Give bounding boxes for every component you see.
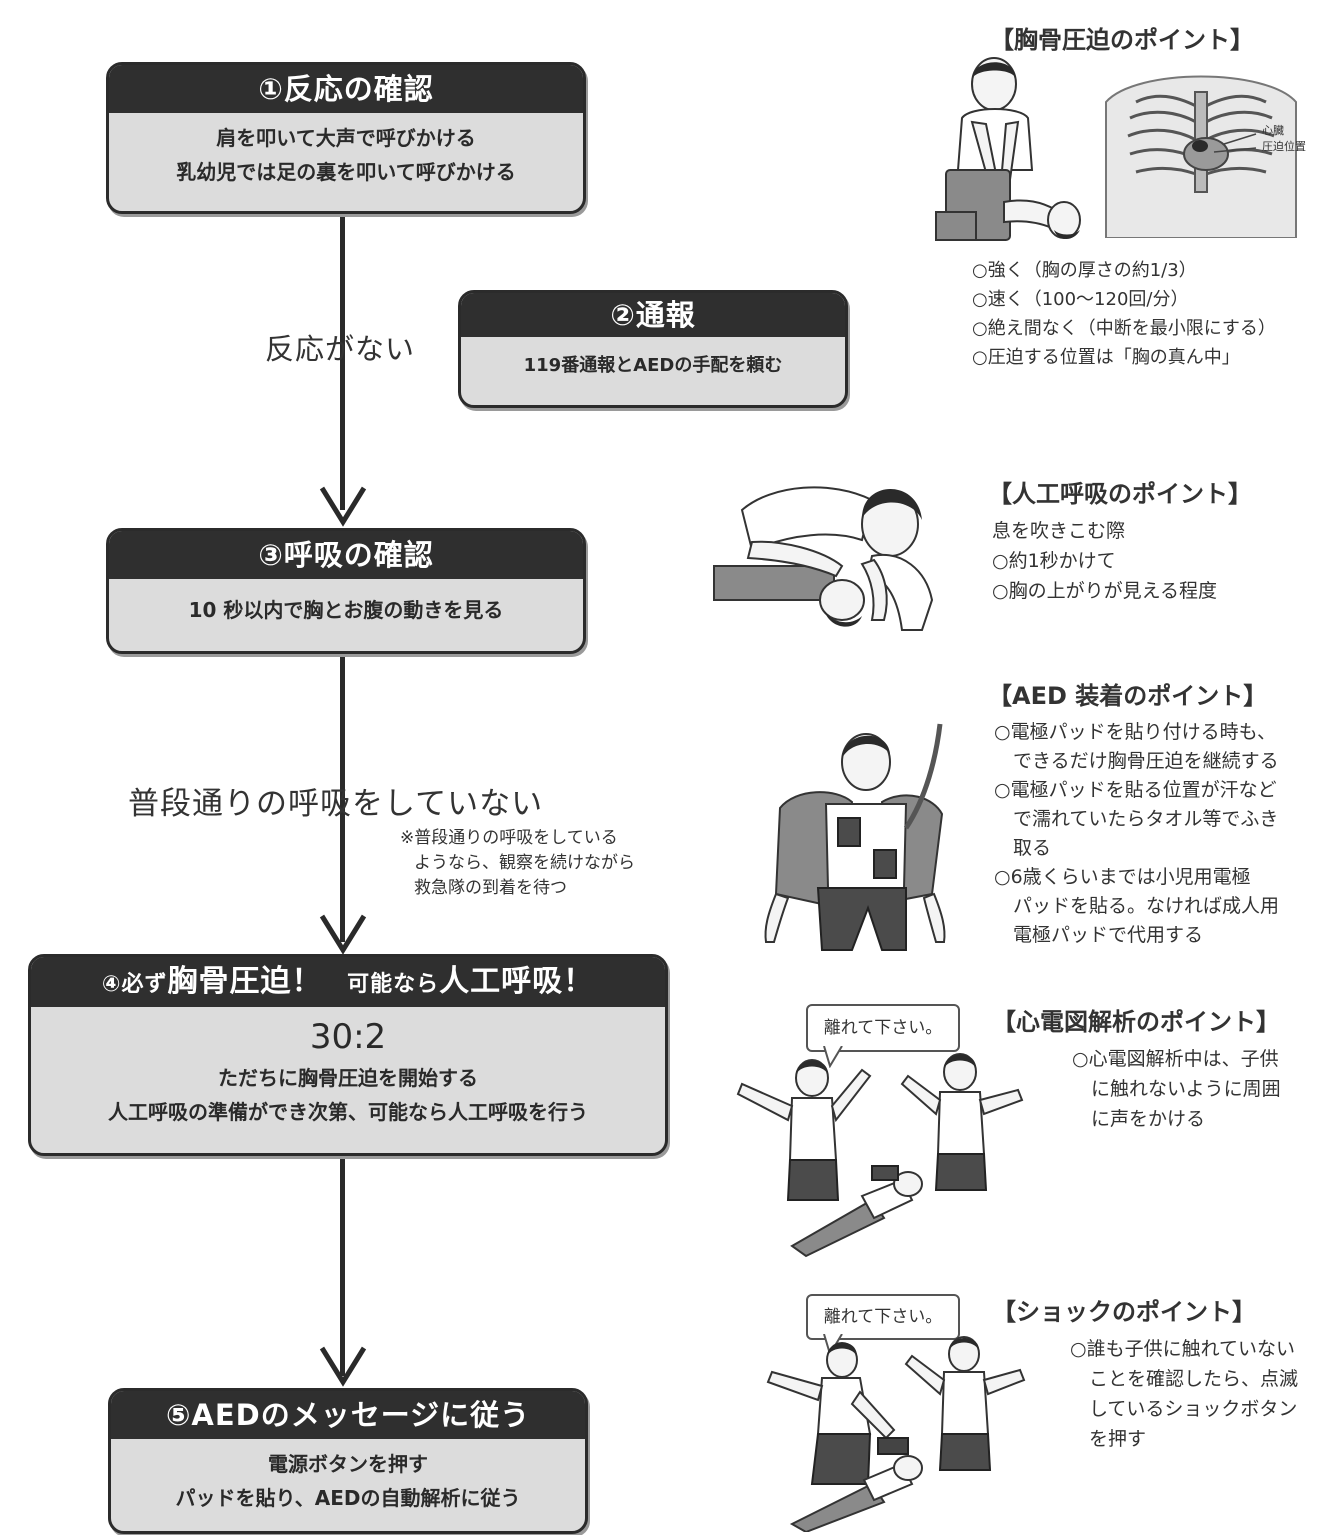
point-line: を押す <box>1070 1428 1147 1450</box>
rescue-breathing-illustration <box>713 486 934 631</box>
arrow-down-icon <box>319 486 367 527</box>
point-line: しているショックボタン <box>1070 1398 1298 1420</box>
branch-label-not-breathing: 普段通りの呼吸をしていない <box>128 786 544 822</box>
step-body: 肩を叩いて大声で呼びかける 乳幼児では足の裏を叩いて呼びかける <box>109 113 583 189</box>
point-line: できるだけ胸骨圧迫を継続する <box>994 750 1279 772</box>
note-normal-breathing: ※普段通りの呼吸をしている ようなら、観察を続けながら 救急隊の到着を待つ <box>400 826 635 901</box>
point-line: 電極パッドで代用する <box>994 924 1204 946</box>
point-line: ○圧迫する位置は「胸の真ん中」 <box>972 347 1240 368</box>
aed-point-title: 【AED 装着のポイント】 <box>988 682 1268 710</box>
point-line: パッドを貼る。なければ成人用 <box>994 895 1280 917</box>
ecg-analysis-illustration <box>736 1053 1024 1258</box>
step-line: 119番通報とAEDの手配を頼む <box>523 355 783 376</box>
arrow-down-icon <box>319 1346 367 1387</box>
diagram-label-heart: 心臓 <box>1262 124 1284 137</box>
step-check-response: ①反応の確認 肩を叩いて大声で呼びかける 乳幼児では足の裏を叩いて呼びかける <box>106 62 586 214</box>
diagram-label-compression-position: 圧迫位置 <box>1262 140 1306 153</box>
compression-point-list: ○強く（胸の厚さの約1/3） ○速く（100～120回/分） ○絶え間なく（中断… <box>972 256 1276 372</box>
step-title-emphasis: 人工呼吸！ <box>439 964 595 999</box>
note-line: ※普段通りの呼吸をしている <box>400 828 618 848</box>
point-line: ○絶え間なく（中断を最小限にする） <box>972 318 1276 339</box>
point-line: 息を吹きこむ際 <box>992 520 1126 542</box>
point-line: ○速く（100～120回/分） <box>972 289 1189 310</box>
step-follow-aed: ⑤AEDのメッセージに従う 電源ボタンを押す パッドを貼り、AEDの自動解析に従… <box>108 1388 588 1534</box>
shock-point-list: ○誰も子供に触れていない ことを確認したら、点滅 しているショックボタン を押す <box>1070 1334 1298 1454</box>
note-line: ようなら、観察を続けながら <box>414 853 635 873</box>
point-line: ○強く（胸の厚さの約1/3） <box>972 260 1197 281</box>
step-body: 119番通報とAEDの手配を頼む <box>461 337 845 383</box>
bubble-tail-icon <box>823 1046 843 1068</box>
shock-point-title: 【ショックのポイント】 <box>992 1298 1256 1326</box>
step-title-part: ④必ず <box>101 972 168 997</box>
step-chest-compression: ④必ず胸骨圧迫！ 可能なら人工呼吸！ 30:2 ただちに胸骨圧迫を開始する 人工… <box>28 954 668 1156</box>
step-title: ③呼吸の確認 <box>109 531 583 579</box>
connector-1-3 <box>340 210 345 510</box>
step-line: ただちに胸骨圧迫を開始する <box>218 1066 478 1090</box>
point-line: ○胸の上がりが見える程度 <box>992 580 1218 602</box>
connector-4-5 <box>340 1156 345 1376</box>
branch-label-no-response: 反応がない <box>265 332 416 366</box>
point-line: ○電極パッドを貼り付ける時も、 <box>994 721 1277 743</box>
step-title-emphasis: 胸骨圧迫！ <box>167 964 323 999</box>
step-body: 30:2 ただちに胸骨圧迫を開始する 人工呼吸の準備ができ次第、可能なら人工呼吸… <box>31 1007 665 1129</box>
point-line: ○約1秒かけて <box>992 550 1116 572</box>
connector-3-4 <box>340 652 345 942</box>
step-emergency-call: ②通報 119番通報とAEDの手配を頼む <box>458 290 848 408</box>
point-line: に声をかける <box>1072 1108 1206 1130</box>
step-line: 肩を叩いて大声で呼びかける <box>216 126 476 150</box>
step-line: 10 秒以内で胸とお腹の動きを見る <box>188 598 504 622</box>
step-line: 電源ボタンを押す <box>268 1452 428 1476</box>
point-line: ○心電図解析中は、子供 <box>1072 1048 1279 1070</box>
step-body: 電源ボタンを押す パッドを貼り、AEDの自動解析に従う <box>111 1439 585 1515</box>
step-title: ⑤AEDのメッセージに従う <box>111 1391 585 1439</box>
aed-point-list: ○電極パッドを貼り付ける時も、 できるだけ胸骨圧迫を継続する ○電極パッドを貼る… <box>994 718 1279 950</box>
speech-bubble: 離れて下さい。 <box>806 1004 960 1052</box>
point-line: 取る <box>994 837 1052 859</box>
aed-pad-illustration <box>764 723 946 951</box>
step-title: ①反応の確認 <box>109 65 583 113</box>
ribcage-diagram <box>1105 75 1297 238</box>
point-line: ことを確認したら、点滅 <box>1070 1368 1299 1390</box>
step-line: パッドを貼り、AEDの自動解析に従う <box>175 1486 521 1510</box>
point-line: ○電極パッドを貼る位置が汗など <box>994 779 1277 801</box>
step-body: 10 秒以内で胸とお腹の動きを見る <box>109 579 583 627</box>
note-line: 救急隊の到着を待つ <box>414 878 567 898</box>
chest-compression-illustration <box>935 57 1081 241</box>
point-line: に触れないように周囲 <box>1072 1078 1281 1100</box>
point-line: ○誰も子供に触れていない <box>1070 1338 1296 1360</box>
compression-ratio: 30:2 <box>309 1017 387 1057</box>
arrow-down-icon <box>319 914 367 955</box>
breathing-point-title: 【人工呼吸のポイント】 <box>988 480 1252 508</box>
step-title: ④必ず胸骨圧迫！ 可能なら人工呼吸！ <box>31 957 665 1007</box>
compression-point-title: 【胸骨圧迫のポイント】 <box>990 26 1254 54</box>
breathing-point-list: 息を吹きこむ際 ○約1秒かけて ○胸の上がりが見える程度 <box>992 516 1217 606</box>
step-check-breathing: ③呼吸の確認 10 秒以内で胸とお腹の動きを見る <box>106 528 586 654</box>
step-line: 人工呼吸の準備ができ次第、可能なら人工呼吸を行う <box>108 1100 588 1124</box>
speech-bubble: 離れて下さい。 <box>806 1294 960 1340</box>
ecg-point-list: ○心電図解析中は、子供 に触れないように周囲 に声をかける <box>1072 1044 1281 1134</box>
point-line: で濡れていたらタオル等でふき <box>994 808 1279 830</box>
shock-illustration <box>766 1336 1026 1532</box>
step-line: 乳幼児では足の裏を叩いて呼びかける <box>176 160 516 184</box>
step-title: ②通報 <box>461 293 845 337</box>
ecg-point-title: 【心電図解析のポイント】 <box>992 1008 1280 1036</box>
point-line: ○6歳くらいまでは小児用電極 <box>994 866 1251 888</box>
step-title-part: 可能なら <box>347 972 440 997</box>
